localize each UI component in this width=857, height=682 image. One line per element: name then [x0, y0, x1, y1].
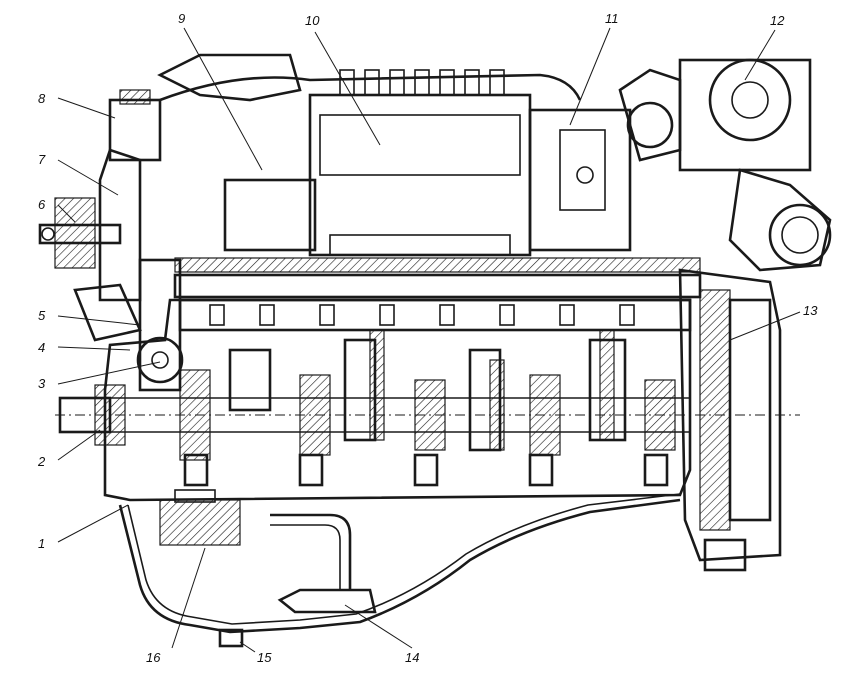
- camshaft: [178, 298, 692, 332]
- callout-4: 4: [38, 340, 46, 355]
- oil-pickup-pipe-inner: [270, 524, 341, 590]
- leader-7: [57, 159, 119, 196]
- crank-web-2: [228, 348, 272, 412]
- accessory-housing: [223, 178, 317, 252]
- block-top-deck: [174, 257, 701, 273]
- flywheel-ring: [728, 298, 772, 522]
- timing-gear: [136, 336, 184, 384]
- injection-pump-inner: [319, 114, 521, 176]
- oil-pump-body: [159, 499, 241, 546]
- cam-lobes: [209, 304, 635, 326]
- governor-lever: [559, 129, 606, 211]
- callout-10: 10: [305, 13, 320, 28]
- high-pressure-pipe-bundle: [159, 73, 582, 102]
- callout-1: 1: [38, 536, 46, 551]
- fan-bracket: [73, 283, 142, 342]
- exhaust-elbow: [728, 168, 832, 272]
- leader-11: [569, 27, 611, 126]
- oil-sump-outline: [118, 498, 681, 634]
- callout-2: 2: [38, 454, 46, 469]
- leader-12: [744, 29, 776, 81]
- callout-14: 14: [405, 650, 420, 665]
- leader-9: [183, 27, 263, 171]
- callout-5: 5: [38, 308, 46, 323]
- crank-web-5: [414, 379, 446, 451]
- callout-16: 16: [146, 650, 161, 665]
- water-pump-bolt: [41, 227, 55, 241]
- leader-13: [729, 311, 801, 341]
- intake-manifold: [157, 53, 302, 102]
- leader-8: [57, 97, 116, 119]
- callout-3: 3: [38, 376, 46, 391]
- callout-6: 6: [38, 197, 46, 212]
- flywheel-bottom-mount: [703, 538, 747, 572]
- governor-pivot: [576, 166, 594, 184]
- block-second-deck: [173, 273, 702, 299]
- turbo-inlet: [618, 68, 682, 162]
- crank-web-1: [179, 369, 211, 461]
- leader-2: [57, 429, 101, 461]
- drain-plug: [218, 628, 244, 648]
- crank-web-9: [644, 379, 676, 451]
- exhaust-outlet-inner: [781, 216, 819, 254]
- callout-9: 9: [178, 11, 186, 26]
- turbo-compressor-inner: [731, 81, 769, 119]
- flywheel: [699, 289, 731, 531]
- oil-strainer: [277, 588, 377, 614]
- callout-12: 12: [770, 13, 785, 28]
- leader-16: [171, 547, 206, 649]
- turbo-port: [626, 101, 674, 149]
- oil-pickup-pipe: [270, 513, 352, 590]
- callout-7: 7: [38, 152, 46, 167]
- water-pump-pulley: [54, 197, 96, 269]
- injection-pump-base: [329, 234, 511, 256]
- callout-8: 8: [38, 91, 46, 106]
- callout-15: 15: [257, 650, 272, 665]
- crank-web-7: [529, 374, 561, 456]
- timing-gear-hub: [151, 351, 169, 369]
- filter-head: [119, 89, 151, 105]
- leader-10: [314, 31, 381, 146]
- callout-13: 13: [803, 303, 818, 318]
- leader-1: [57, 504, 129, 543]
- leader-15: [239, 641, 256, 653]
- leader-6: [57, 204, 76, 223]
- flywheel-housing: [678, 268, 782, 562]
- governor-housing: [528, 108, 632, 252]
- oil-sump-inner: [127, 493, 681, 625]
- front-timing-cover: [98, 148, 142, 302]
- leader-4: [57, 346, 131, 351]
- leader-14: [344, 604, 413, 649]
- crankcase: [103, 298, 692, 502]
- water-pump-shaft: [38, 223, 122, 245]
- crank-pulley: [94, 384, 126, 446]
- leader-3: [57, 361, 161, 385]
- leader-5: [57, 315, 141, 326]
- crank-web-3: [299, 374, 331, 456]
- oil-pump-flange: [174, 489, 216, 503]
- connecting-rods: [369, 329, 615, 451]
- callout-11: 11: [605, 11, 619, 26]
- main-bearing-caps: [183, 453, 669, 487]
- injector-lines: [339, 69, 505, 96]
- exhaust-outlet: [768, 203, 832, 267]
